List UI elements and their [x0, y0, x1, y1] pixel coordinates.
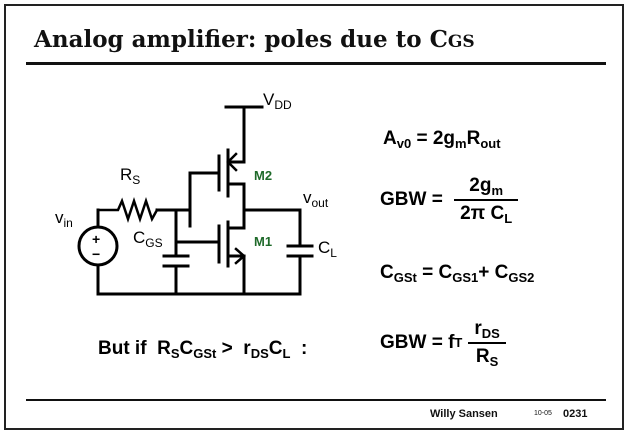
top-rule [26, 62, 606, 65]
footer-author: Willy Sansen [430, 408, 498, 420]
m1-label: M1 [254, 234, 273, 249]
title-c: C [429, 26, 448, 53]
slide-title: Analog amplifier: poles due to CGS [34, 26, 475, 53]
cgs-capacitor [162, 240, 190, 296]
vout-label: vout [303, 188, 329, 210]
cgs-label: CGS [133, 228, 163, 250]
m1-transistor [174, 208, 246, 296]
cgst-equation: CGSt = CGS1+ CGS2 [380, 262, 535, 285]
cl-capacitor [286, 208, 314, 296]
footer-page-number: 0231 [563, 408, 588, 420]
vin-minus-sign: − [92, 246, 101, 262]
cl-label: CL [318, 238, 337, 260]
m2-label: M2 [254, 168, 273, 183]
vin-plus-sign: + [92, 231, 101, 247]
slide: Analog amplifier: poles due to CGS Willy… [4, 4, 624, 430]
title-gs: GS [447, 32, 475, 52]
av0-equation: Av0 = 2gmRout [383, 128, 501, 151]
footer-date: 10-05 [534, 410, 552, 417]
rs-label: RS [120, 165, 141, 187]
but-if-condition: But if RSCGSt > rDSCL : [98, 338, 308, 361]
vdd-label: VDD [263, 90, 292, 112]
m2-transistor [188, 146, 246, 212]
bottom-rule [26, 399, 606, 401]
title-text: Analog amplifier: poles due to [34, 26, 430, 53]
vin-label: vin [55, 208, 73, 230]
rs-resistor [96, 197, 159, 223]
